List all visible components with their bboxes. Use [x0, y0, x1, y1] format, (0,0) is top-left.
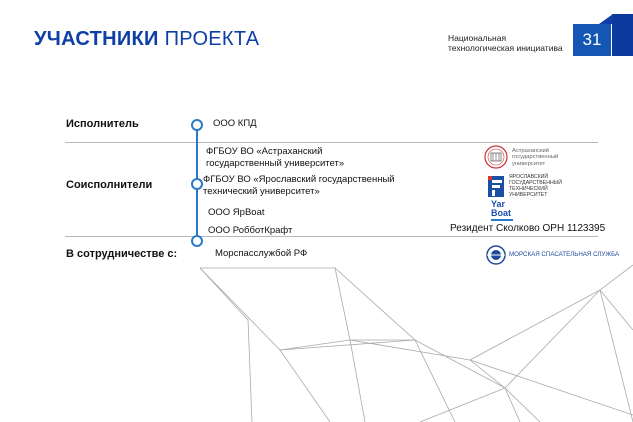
yarboat-logo-line1: Yar	[491, 199, 506, 209]
org-morspas: Морспасслужбой РФ	[215, 248, 308, 259]
org-kpd: ООО КПД	[213, 118, 257, 129]
row-divider-1	[65, 142, 598, 143]
title-rest: ПРОЕКТА	[164, 28, 260, 50]
morspas-logo: МОРСКАЯ СПАСАТЕЛЬНАЯ СЛУЖБА	[486, 245, 620, 265]
astu-emblem-icon	[484, 145, 508, 169]
timeline-dot-3	[191, 235, 203, 247]
ystu-emblem-icon	[488, 176, 504, 197]
org-ystu-line1: ФГБОУ ВО «Ярославский государственный	[203, 174, 395, 185]
org-yarboat: ООО ЯрBoat	[208, 207, 265, 218]
corner-triangle	[599, 14, 613, 24]
morspas-emblem-icon	[486, 245, 506, 265]
astu-logo-line2: государственный	[512, 154, 559, 161]
yarboat-logo: Yar Boat	[491, 200, 515, 222]
org-robbot: ООО РобботКрафт	[208, 225, 293, 236]
org-ystu: ФГБОУ ВО «Ярославский государственный те…	[203, 174, 395, 198]
yarboat-logo-line2: Boat	[491, 208, 511, 218]
nti-line1: Национальная	[448, 33, 507, 43]
timeline-dot-1	[191, 119, 203, 131]
nti-label: Национальная технологическая инициатива	[448, 33, 563, 53]
ystu-logo-line2: ГОСУДАРСТВЕННЫЙ	[509, 180, 563, 186]
role-executor: Исполнитель	[66, 118, 139, 130]
corner-accent	[612, 14, 633, 56]
timeline-dot-2	[191, 178, 203, 190]
nti-line2: технологическая инициатива	[448, 43, 563, 53]
ystu-logo-text: ЯРОСЛАВСКИЙ ГОСУДАРСТВЕННЫЙ ТЕХНИЧЕСКИЙ …	[509, 174, 562, 198]
role-co-executors: Соисполнители	[66, 179, 153, 191]
astu-logo-text: Астраханский государственный университет	[512, 148, 558, 167]
astu-logo: Астраханский государственный университет	[484, 145, 574, 169]
org-astu-line1: ФГБОУ ВО «Астраханский	[206, 146, 323, 157]
astu-logo-line1: Астраханский	[512, 148, 550, 154]
title-bold: УЧАСТНИКИ	[34, 28, 159, 50]
ystu-logo-line4: УНИВЕРСИТЕТ	[509, 192, 548, 198]
page-title: УЧАСТНИКИ ПРОЕКТА	[34, 28, 259, 51]
org-ystu-line2: технический университет»	[203, 186, 320, 197]
row-divider-2	[65, 236, 598, 237]
page-number: 31	[573, 24, 611, 56]
org-astu-line2: государственный университет»	[206, 158, 345, 169]
astu-logo-line3: университет	[512, 160, 546, 167]
yarboat-wave	[491, 219, 513, 221]
role-cooperation: В сотрудничестве с:	[66, 248, 178, 260]
morspas-logo-text: МОРСКАЯ СПАСАТЕЛЬНАЯ СЛУЖБА	[509, 251, 620, 258]
ystu-logo-line1: ЯРОСЛАВСКИЙ	[509, 174, 549, 180]
ystu-logo-line3: ТЕХНИЧЕСКИЙ	[509, 186, 548, 192]
ystu-logo: ЯРОСЛАВСКИЙ ГОСУДАРСТВЕННЫЙ ТЕХНИЧЕСКИЙ …	[486, 174, 562, 199]
resident-label: Резидент Сколково ОРН 1123395	[450, 223, 606, 234]
org-astu: ФГБОУ ВО «Астраханский государственный у…	[206, 146, 344, 170]
